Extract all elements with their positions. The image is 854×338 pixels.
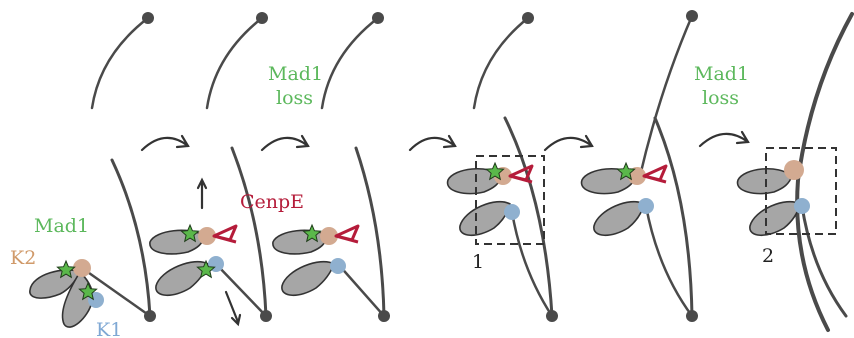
cenpe-motor — [508, 164, 534, 184]
kinetochore-k2 — [320, 227, 338, 245]
k1-microtubule — [644, 204, 694, 318]
transition-arrowhead-2 — [295, 134, 310, 149]
transition-arrow-4 — [543, 136, 594, 152]
mad1-star-k2 — [302, 223, 322, 243]
transition-arrowhead-1 — [175, 134, 190, 149]
k1-microtubule — [336, 262, 386, 318]
transition-arrowhead-5 — [735, 130, 750, 145]
upper-microtubule — [472, 16, 530, 110]
highlight-box-1 — [475, 155, 545, 245]
chromosome — [29, 269, 94, 328]
upper-microtubule — [90, 16, 150, 110]
label-mad1-loss-1-line2: loss — [276, 87, 313, 109]
transition-arrow-1 — [140, 136, 190, 152]
mad1-star-k2 — [485, 161, 505, 181]
k1-microtubule — [214, 262, 268, 318]
mad1-star-k1 — [196, 259, 216, 279]
kinetochore-k1 — [794, 198, 810, 214]
k1-microtubule — [800, 204, 848, 318]
upper-spindle-pole — [142, 12, 154, 24]
lower-spindle-pole — [260, 310, 272, 322]
lower-spindle-pole — [144, 310, 156, 322]
down-movement-arrow — [224, 290, 242, 327]
lower-microtubule — [354, 146, 386, 318]
kinetochore-k2 — [198, 227, 216, 245]
label-box-2: 2 — [762, 245, 774, 267]
panel-4: 1 — [446, 12, 594, 322]
lower-microtubule — [503, 116, 554, 318]
label-k2: K2 — [10, 247, 36, 269]
mad1-star-k1 — [78, 281, 98, 301]
lower-spindle-pole — [546, 310, 558, 322]
kinetochore-k1 — [638, 198, 654, 214]
k1-microtubule — [510, 210, 554, 318]
mad1-star-k2 — [616, 161, 636, 181]
kinetochore-k2 — [784, 160, 804, 180]
cenpe-motor — [212, 224, 238, 244]
panel-2: CenpE Mad1 loss — [149, 12, 323, 327]
label-mad1-loss-1-line1: Mad1 — [268, 63, 323, 85]
transition-arrow-5 — [698, 132, 750, 148]
upper-spindle-pole — [522, 12, 534, 24]
label-mad1-loss-2-line2: loss — [702, 87, 739, 109]
label-k1: K1 — [96, 319, 122, 338]
label-mad1-loss-2-line1: Mad1 — [694, 63, 749, 85]
upper-spindle-pole — [372, 12, 384, 24]
panel-5: Mad1 loss — [580, 10, 750, 322]
upper-microtubule — [320, 16, 380, 110]
transition-arrowhead-4 — [579, 134, 594, 149]
upper-microtubule — [205, 16, 264, 110]
label-box-1: 1 — [472, 251, 484, 273]
upper-microtubule — [638, 14, 694, 178]
mad1-star-k2 — [180, 223, 200, 243]
panel-3 — [272, 12, 457, 322]
cenpe-motor — [334, 224, 360, 244]
kinetochore-k2 — [73, 259, 91, 277]
up-movement-arrow — [196, 177, 208, 210]
lower-microtubule — [230, 146, 268, 318]
mad1-star-k2 — [56, 259, 76, 279]
chromosome — [446, 167, 511, 237]
upper-spindle-pole — [686, 10, 698, 22]
transition-arrow-2 — [260, 136, 310, 152]
panel-6: 2 — [736, 12, 854, 332]
lower-spindle-pole — [686, 310, 698, 322]
panel-1: Mad1 K2 K1 — [10, 12, 190, 338]
upper-microtubule — [795, 12, 854, 332]
lower-spindle-pole — [378, 310, 390, 322]
upper-spindle-pole — [256, 12, 268, 24]
transition-arrow-3 — [408, 136, 457, 152]
lower-microtubule — [110, 158, 152, 318]
label-mad1: Mad1 — [34, 215, 89, 237]
cenpe-motor — [642, 164, 668, 184]
k1-microtubule — [80, 266, 152, 318]
transition-arrowhead-3 — [442, 134, 457, 149]
kinetochore-k1 — [330, 258, 346, 274]
chromosome — [736, 167, 801, 237]
kinetochore-k1 — [504, 204, 520, 220]
lower-microtubule — [653, 116, 694, 318]
label-cenpe: CenpE — [240, 191, 304, 213]
